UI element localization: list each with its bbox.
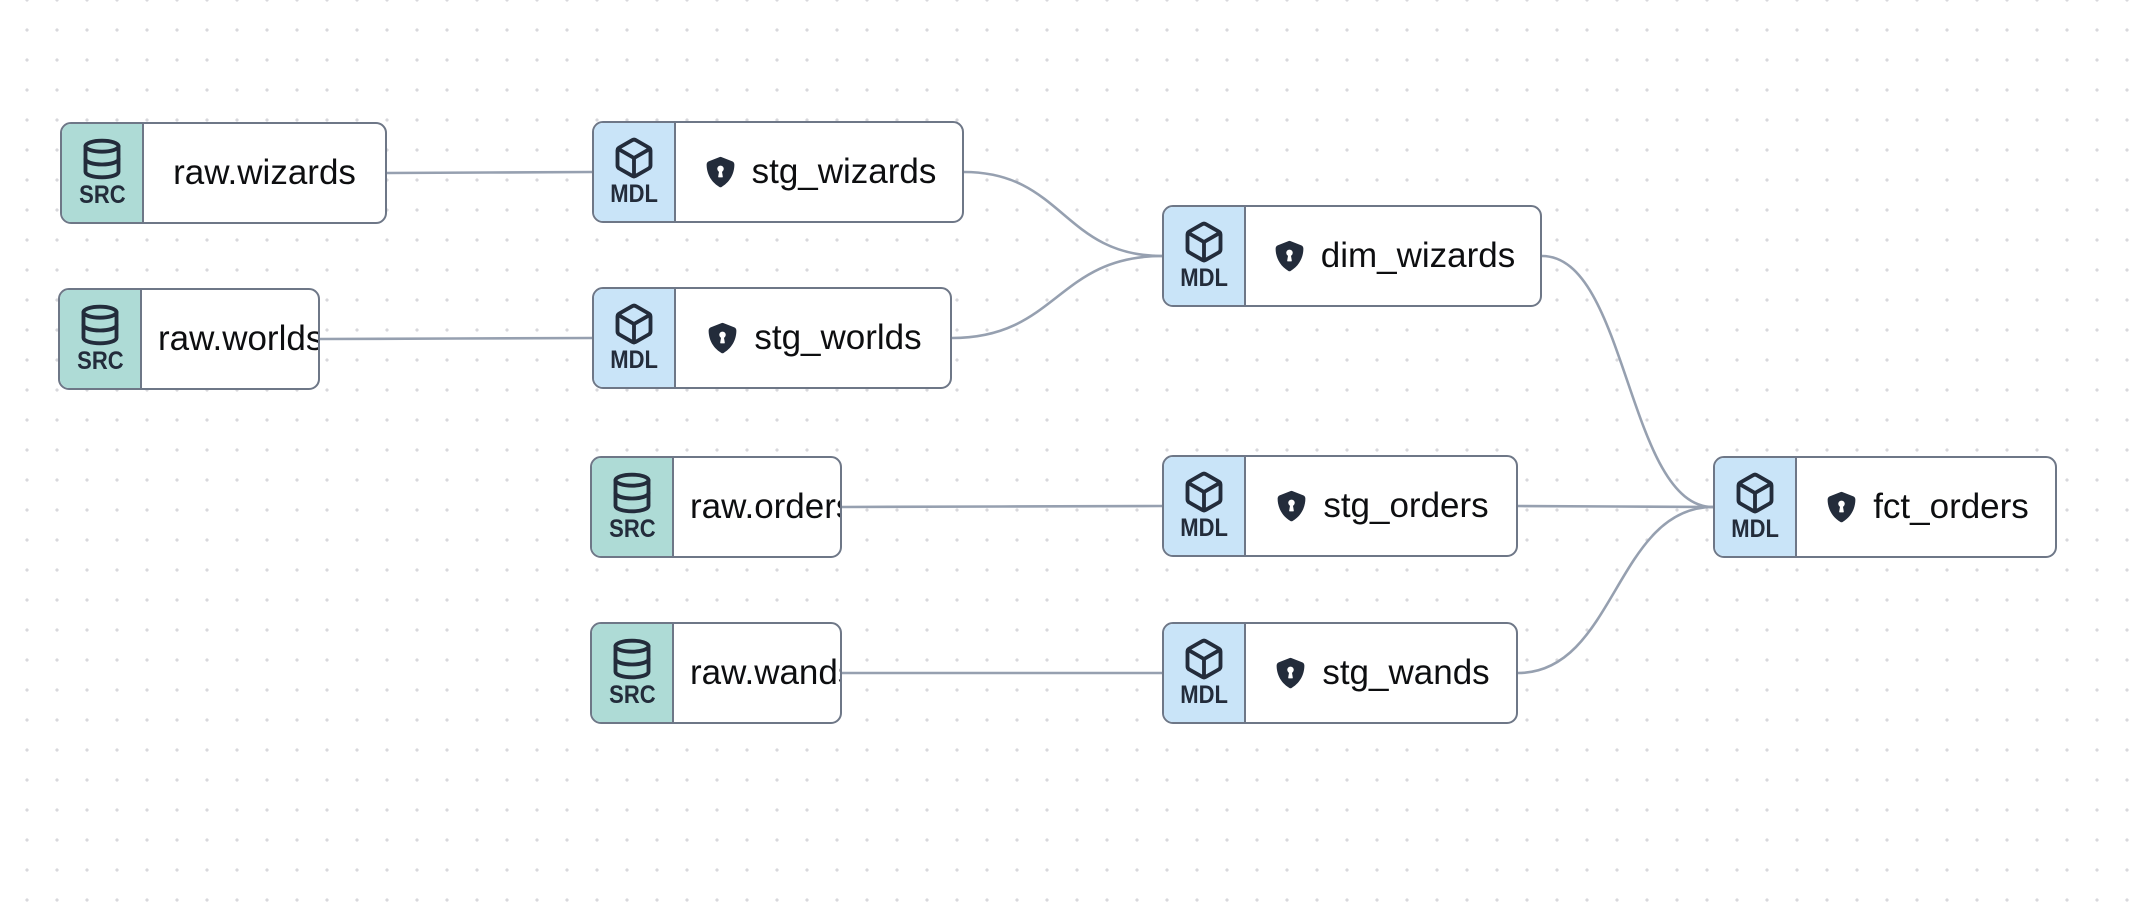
node-body: dim_wizards [1246,207,1540,305]
node-raw-wizards[interactable]: SRC raw.wizards [60,122,387,224]
node-body: stg_wizards [676,123,962,221]
shield-lock-icon [1273,488,1310,525]
database-icon [78,303,122,347]
edge-stg-wizards-to-dim-wizards [962,170,1164,258]
node-stg-orders[interactable]: MDL stg_orders [1162,455,1518,557]
node-stg-wands[interactable]: MDL stg_wands [1162,622,1518,724]
model-type-badge: MDL [1715,458,1797,556]
node-body: stg_orders [1246,457,1516,555]
node-body: stg_wands [1246,624,1516,722]
badge-label: SRC [76,347,124,376]
database-icon [80,137,124,181]
shield-lock-icon [704,320,741,357]
shield-lock-icon [1272,655,1309,692]
node-body: raw.worlds [142,290,320,388]
shield-lock-icon [1271,238,1308,275]
node-title: raw.orders [690,487,842,526]
model-type-badge: MDL [594,123,676,221]
edge-raw-wizards-to-stg-wizards [385,170,594,175]
node-title: fct_orders [1873,487,2029,526]
cube-icon [612,136,656,180]
badge-label: SRC [608,681,656,710]
edge-stg-orders-to-fct-orders [1516,504,1715,509]
node-title: stg_orders [1323,486,1489,525]
node-fct-orders[interactable]: MDL fct_orders [1713,456,2057,558]
cube-icon [1182,220,1226,264]
node-raw-worlds[interactable]: SRC raw.worlds [58,288,320,390]
badge-label: MDL [1180,514,1228,543]
edge-stg-wands-to-fct-orders [1516,505,1715,675]
node-body: fct_orders [1797,458,2055,556]
source-type-badge: SRC [592,458,674,556]
node-title: raw.wands [690,653,842,692]
node-body: raw.wizards [144,124,385,222]
shield-lock-icon [702,154,739,191]
node-title: raw.worlds [158,319,320,358]
database-icon [610,637,654,681]
source-type-badge: SRC [592,624,674,722]
model-type-badge: MDL [1164,624,1246,722]
node-title: stg_wands [1322,653,1490,692]
edge-raw-worlds-to-stg-worlds [318,336,594,341]
badge-label: MDL [1180,681,1228,710]
model-type-badge: MDL [1164,457,1246,555]
node-stg-worlds[interactable]: MDL stg_worlds [592,287,952,389]
source-type-badge: SRC [62,124,144,222]
source-type-badge: SRC [60,290,142,388]
node-body: raw.orders [674,458,842,556]
node-body: stg_worlds [676,289,950,387]
edge-raw-orders-to-stg-orders [840,504,1164,509]
node-raw-wands[interactable]: SRC raw.wands [590,622,842,724]
database-icon [610,471,654,515]
node-dim-wizards[interactable]: MDL dim_wizards [1162,205,1542,307]
edge-dim-wizards-to-fct-orders [1540,254,1715,509]
edge-stg-worlds-to-dim-wizards [950,254,1164,340]
node-title: stg_wizards [751,152,937,191]
shield-lock-icon [1823,489,1860,526]
node-title: raw.wizards [173,153,356,192]
node-title: stg_worlds [754,318,922,357]
badge-label: MDL [610,180,658,209]
node-stg-wizards[interactable]: MDL stg_wizards [592,121,964,223]
badge-label: SRC [78,181,126,210]
badge-label: MDL [1180,264,1228,293]
badge-label: SRC [608,515,656,544]
model-type-badge: MDL [1164,207,1246,305]
badge-label: MDL [610,346,658,375]
node-raw-orders[interactable]: SRC raw.orders [590,456,842,558]
badge-label: MDL [1731,515,1779,544]
cube-icon [1182,637,1226,681]
cube-icon [612,302,656,346]
cube-icon [1182,470,1226,514]
cube-icon [1733,471,1777,515]
node-title: dim_wizards [1320,236,1516,275]
model-type-badge: MDL [594,289,676,387]
node-body: raw.wands [674,624,842,722]
